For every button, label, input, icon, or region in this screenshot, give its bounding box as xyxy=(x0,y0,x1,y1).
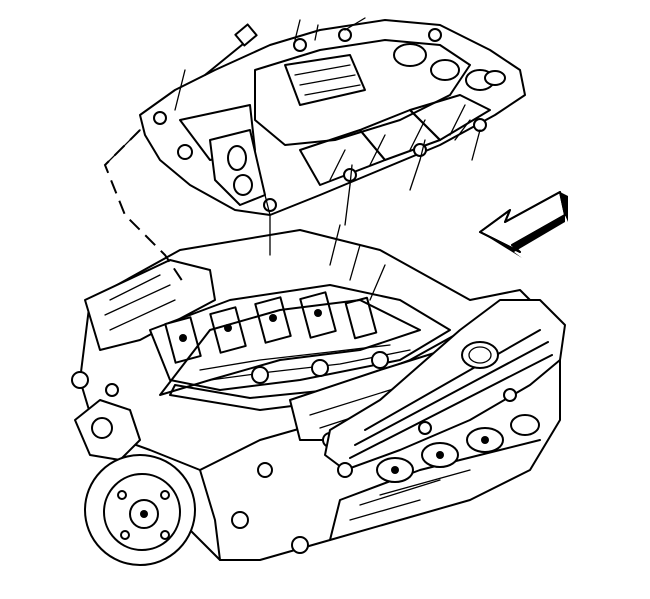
intake-runners xyxy=(179,43,506,186)
exhaust-ports xyxy=(376,414,540,483)
oil-filler-cap xyxy=(461,341,499,369)
manifold-bolts xyxy=(174,17,471,216)
bolt-icon xyxy=(204,23,258,76)
intake-manifold xyxy=(139,19,526,216)
lifter-valley-detail xyxy=(164,291,411,384)
front-direction-arrow-icon xyxy=(479,191,568,258)
valve-cover xyxy=(324,299,566,478)
flywheel xyxy=(84,454,196,566)
manifold-bolt-holes xyxy=(153,28,487,212)
intake-manifold-gasket-left xyxy=(159,299,421,396)
assembly-guide-lines xyxy=(103,129,481,301)
